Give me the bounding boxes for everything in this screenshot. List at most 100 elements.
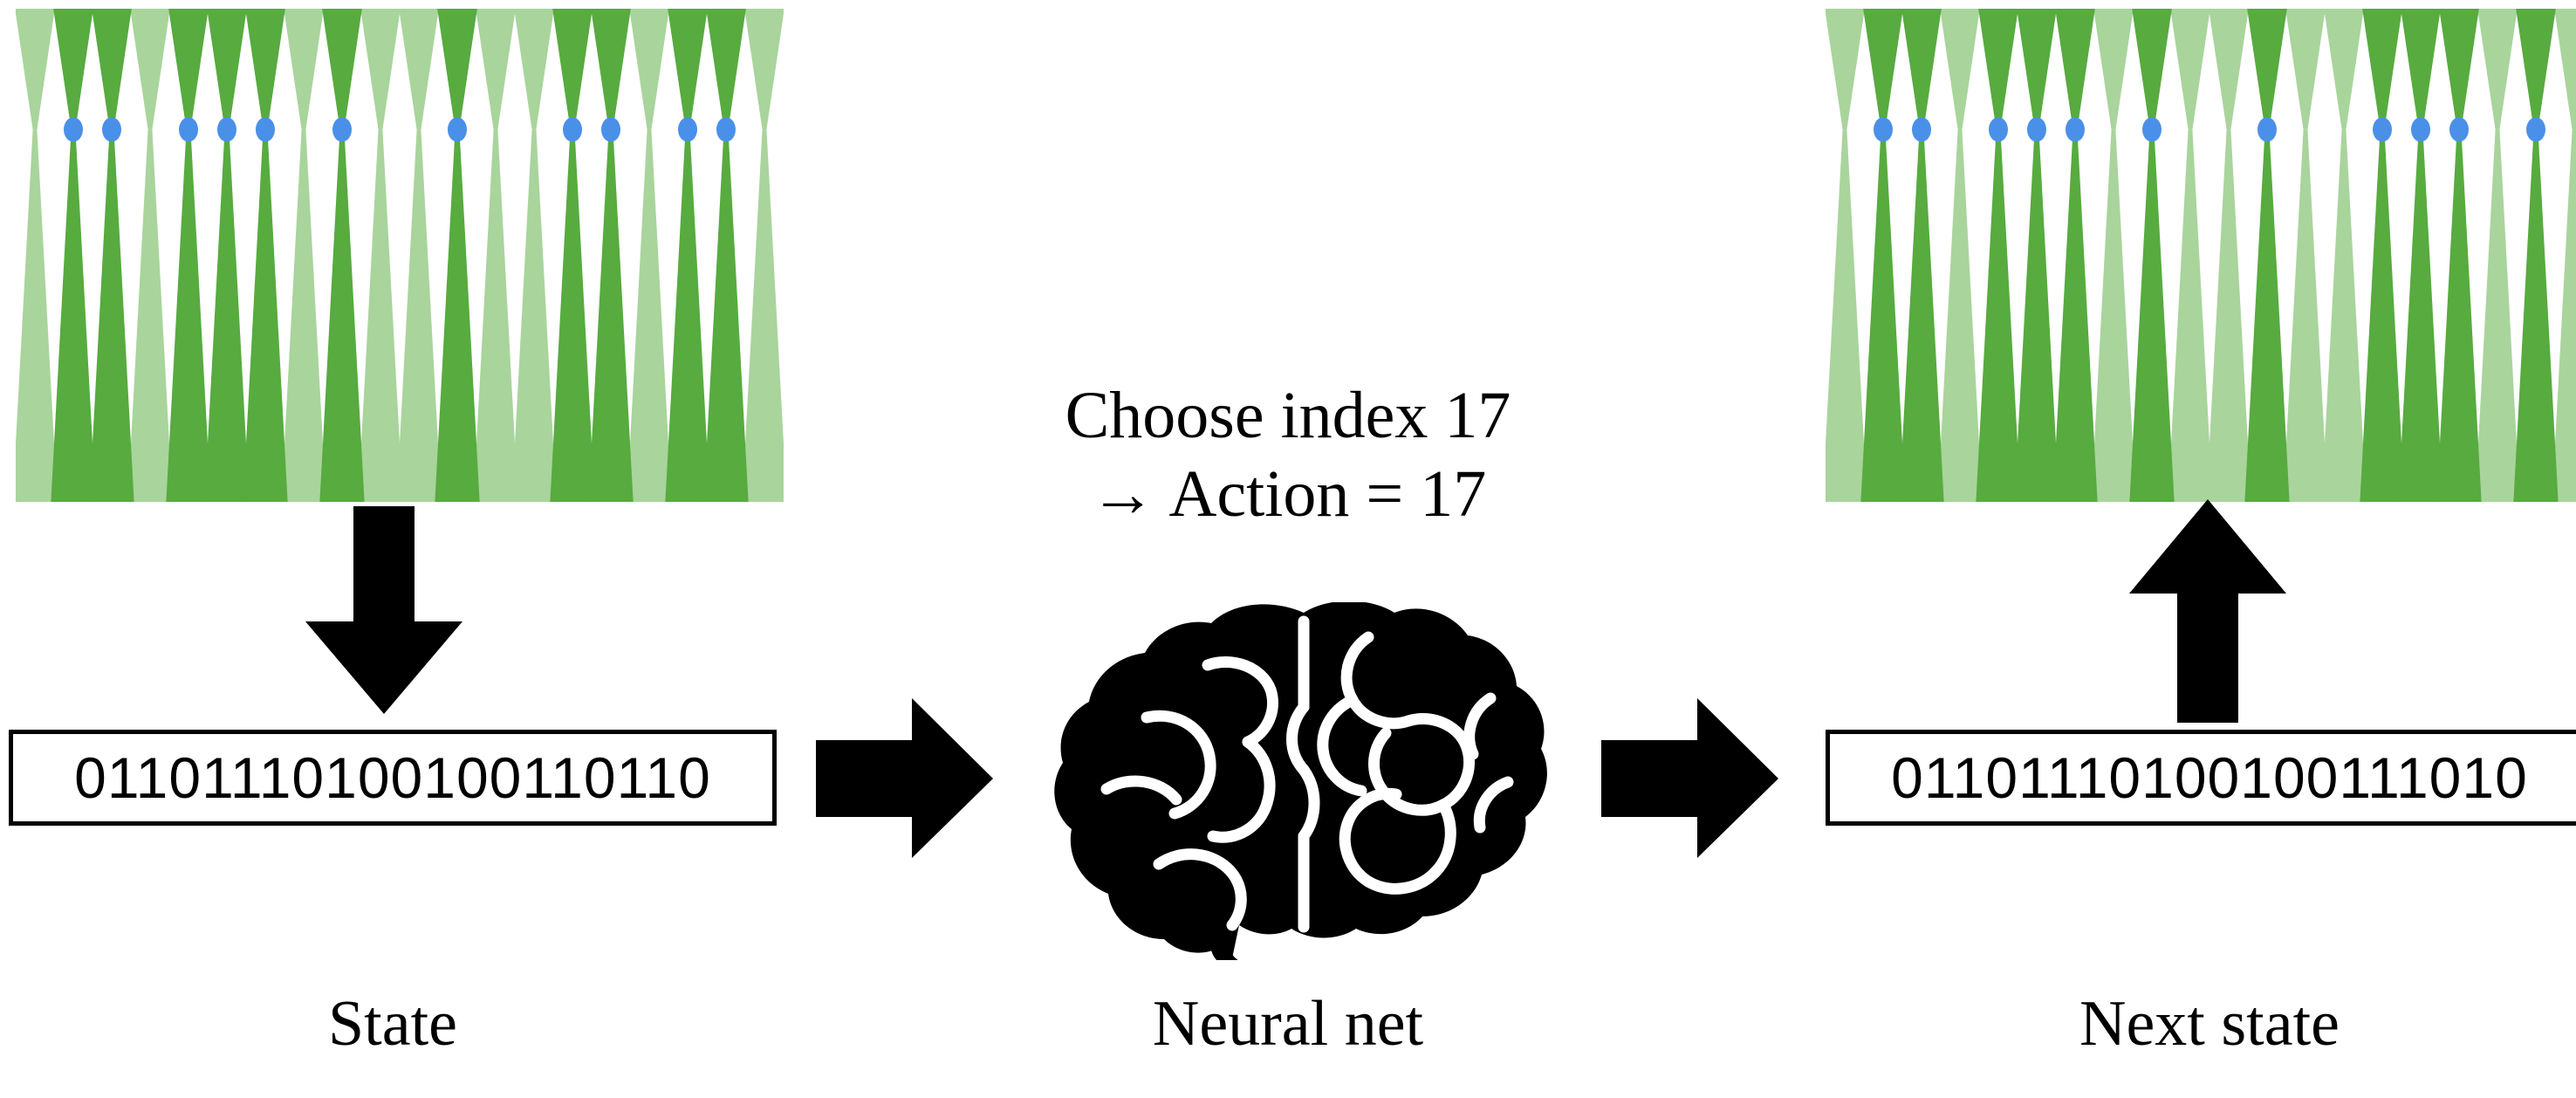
state-column-upper	[2209, 9, 2249, 130]
state-column-lower	[2244, 129, 2290, 502]
state-column-lower	[2475, 129, 2520, 502]
active-bit-dot	[2257, 117, 2277, 142]
state-column-lower	[1899, 129, 1944, 502]
state-column-upper	[2285, 9, 2326, 130]
state-column-upper	[53, 9, 93, 130]
active-bit-dot	[2373, 117, 2392, 142]
state-column-upper	[591, 9, 631, 130]
active-bit-dot	[2526, 117, 2545, 142]
state-column-upper	[2554, 9, 2576, 130]
state-column-upper	[168, 9, 209, 130]
active-bit-dot	[1989, 117, 2008, 142]
state-column-lower	[1937, 129, 1983, 502]
state-column-upper	[2055, 9, 2095, 130]
state-column-lower	[2398, 129, 2443, 502]
state-column-upper	[2324, 9, 2364, 130]
caption-state: State	[328, 988, 457, 1060]
next-state-visualization	[1826, 9, 2576, 502]
state-column-upper	[92, 9, 132, 130]
state-column-upper	[1901, 9, 1942, 130]
caption-neural-net: Neural net	[1152, 988, 1424, 1060]
state-column-lower	[2091, 129, 2136, 502]
active-bit-dot	[2027, 117, 2046, 142]
state-column-upper	[2093, 9, 2134, 130]
state-column-lower	[1976, 129, 2021, 502]
state-column-upper	[2477, 9, 2518, 130]
active-bit-dot	[217, 117, 236, 142]
state-column-lower	[319, 129, 365, 502]
state-column-lower	[281, 129, 326, 502]
state-column-upper	[2401, 9, 2441, 130]
state-column-lower	[2513, 129, 2559, 502]
arrow-up-icon	[2125, 498, 2291, 724]
state-column-upper	[399, 9, 439, 130]
state-column-lower	[2014, 129, 2059, 502]
active-bit-dot	[1874, 117, 1893, 142]
state-column-lower	[703, 129, 749, 502]
state-column-lower	[588, 129, 634, 502]
active-bit-dot	[332, 117, 352, 142]
state-column-lower	[2321, 129, 2367, 502]
active-bit-dot	[716, 117, 736, 142]
active-bit-dot	[102, 117, 121, 142]
state-column-lower	[435, 129, 480, 502]
state-column-lower	[550, 129, 595, 502]
state-column-lower	[742, 129, 784, 502]
annotation-action-text: Action = 17	[1168, 456, 1487, 531]
state-column-lower	[89, 129, 134, 502]
state-column-lower	[1826, 129, 1867, 502]
state-column-upper	[514, 9, 554, 130]
state-column-upper	[668, 9, 708, 130]
state-bitstring: 01101110100100110110	[74, 745, 711, 810]
active-bit-dot	[2142, 117, 2162, 142]
state-column-lower	[127, 129, 173, 502]
arrow-down-icon	[301, 506, 467, 716]
state-column-lower	[2052, 129, 2098, 502]
active-bit-dot	[256, 117, 275, 142]
state-column-upper	[744, 9, 784, 130]
state-column-lower	[2436, 129, 2482, 502]
state-column-lower	[627, 129, 672, 502]
state-column-lower	[2283, 129, 2328, 502]
state-column-upper	[2362, 9, 2402, 130]
state-column-upper	[629, 9, 669, 130]
state-column-lower	[51, 129, 96, 502]
next-state-bitstring: 01101110100100111010	[1891, 745, 2528, 810]
state-column-lower	[473, 129, 518, 502]
state-column-lower	[1860, 129, 1906, 502]
state-column-lower	[358, 129, 403, 502]
state-column-lower	[2168, 129, 2213, 502]
active-bit-dot	[601, 117, 620, 142]
active-bit-dot	[2449, 117, 2469, 142]
state-column-lower	[2552, 129, 2576, 502]
annotation-line-action: → Action = 17	[904, 456, 1672, 534]
state-column-upper	[2439, 9, 2479, 130]
state-column-lower	[16, 129, 58, 502]
active-bit-dot	[448, 117, 467, 142]
brain-icon	[1054, 602, 1560, 960]
arrow-right-icon	[1601, 698, 1780, 860]
state-column-upper	[2170, 9, 2210, 130]
action-annotation: Choose index 17 → Action = 17	[904, 377, 1672, 533]
active-bit-dot	[179, 117, 198, 142]
state-column-upper	[2017, 9, 2057, 130]
active-bit-dot	[563, 117, 582, 142]
state-column-lower	[166, 129, 211, 502]
state-column-upper	[1940, 9, 1980, 130]
state-column-upper	[245, 9, 285, 130]
state-column-lower	[2360, 129, 2405, 502]
rightwards-arrow-icon: →	[1089, 456, 1156, 531]
state-column-upper	[552, 9, 593, 130]
state-column-upper	[2247, 9, 2287, 130]
state-column-lower	[243, 129, 288, 502]
state-visualization-svg	[16, 9, 784, 502]
state-column-lower	[665, 129, 710, 502]
state-column-lower	[2206, 129, 2251, 502]
state-column-upper	[1826, 9, 1865, 130]
state-column-upper	[16, 9, 55, 130]
arrow-right-icon	[816, 698, 995, 860]
state-column-upper	[437, 9, 477, 130]
state-column-upper	[706, 9, 746, 130]
caption-next-state: Next state	[2079, 988, 2340, 1060]
